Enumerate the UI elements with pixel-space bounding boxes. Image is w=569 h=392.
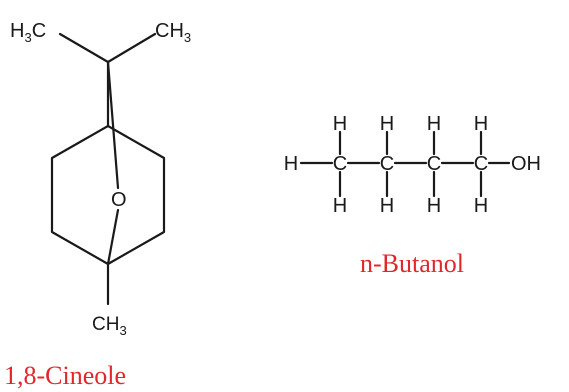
hydrogen-label-bottom: H [333, 195, 347, 217]
hydrogen-label-top: H [380, 113, 394, 135]
cineole-structure: H3C CH3 O CH3 1,8-Cineole [4, 20, 191, 390]
carbon-label: C [380, 153, 394, 175]
carbon-label: C [427, 153, 441, 175]
hydrogen-label-left: H [284, 153, 298, 175]
hydrogen-label-bottom: H [427, 195, 441, 217]
bond-bridge-to-oxygen [106, 60, 120, 190]
hydrogen-label-bottom: H [474, 195, 488, 217]
butanol-caption: n-Butanol [360, 249, 464, 278]
hydrogen-label-bottom: H [380, 195, 394, 217]
left-methyl-label: H3C [10, 20, 46, 45]
bond-oxygen-to-ring-bottom [106, 208, 120, 266]
bond-right-methyl [106, 32, 157, 64]
cineole-caption: 1,8-Cineole [4, 361, 126, 390]
right-methyl-label: CH3 [155, 20, 191, 45]
bond-left-methyl [58, 32, 110, 64]
oxygen-background [110, 189, 127, 209]
cineole-ring [50, 124, 166, 266]
bottom-methyl-label: CH3 [92, 314, 127, 338]
carbon-label: C [474, 153, 488, 175]
oxygen-label: O [111, 189, 127, 211]
hydrogen-label-top: H [427, 113, 441, 135]
hydrogen-label-top: H [474, 113, 488, 135]
hydrogen-label-top: H [333, 113, 347, 135]
carbon-label: C [333, 153, 347, 175]
hydroxyl-label: OH [511, 153, 541, 175]
